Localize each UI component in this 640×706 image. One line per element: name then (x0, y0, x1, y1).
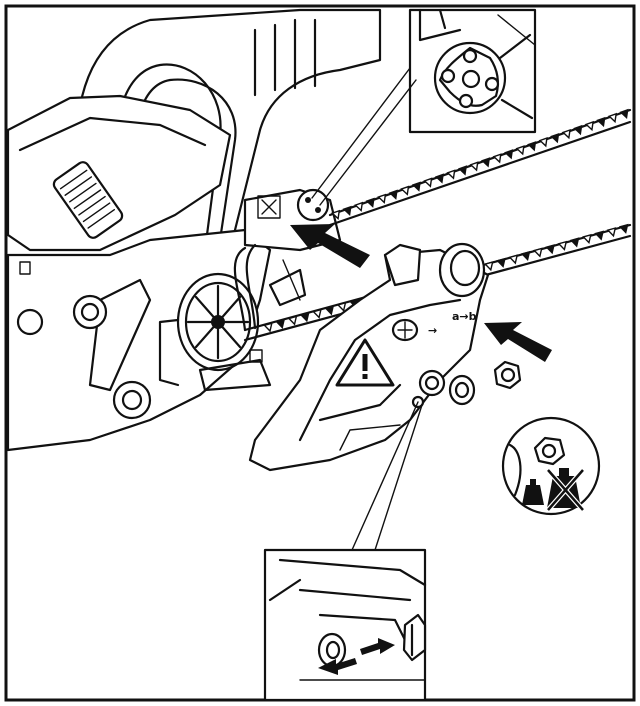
chain-tooth (299, 312, 310, 323)
inset-nut (402, 613, 427, 662)
chain-tooth (312, 308, 322, 319)
chain-tooth (469, 161, 479, 172)
chain-tooth (377, 193, 387, 204)
bar-nut (493, 360, 522, 390)
warning-triangle-icon (335, 338, 395, 387)
air-filter-cover (6, 94, 232, 252)
chain-tooth (596, 116, 606, 128)
housing-bolt-2 (112, 380, 152, 420)
inset-pin-detail (263, 401, 427, 702)
chain-tooth (400, 185, 410, 196)
chain-tooth (584, 120, 594, 132)
chain-tooth (365, 197, 375, 208)
chain-tooth (263, 322, 273, 333)
cover-top-tab (383, 243, 422, 287)
chain-tooth (483, 261, 494, 272)
chain-tooth (492, 153, 502, 164)
chain-tooth (354, 201, 364, 212)
inset-sprocket-detail (311, 8, 537, 206)
chain-tooth (532, 247, 543, 258)
bar-nose-sprocket (296, 188, 330, 222)
inset-leader-2 (319, 79, 417, 206)
chain-tooth (287, 315, 298, 326)
tensioner-stud (249, 349, 263, 363)
cover-nut-hole-2 (448, 374, 476, 406)
chain-tooth (550, 132, 560, 144)
push-arrow-upper (290, 224, 370, 268)
chain-tooth (342, 205, 352, 216)
push-arrow-right (484, 322, 552, 362)
tension-icon-label: a→b (452, 310, 477, 323)
housing-bolt-1 (72, 294, 108, 330)
chain-tooth (508, 254, 519, 265)
chain-tooth (423, 177, 433, 188)
top-handle (75, 8, 382, 252)
housing-bolt-2-inner (121, 389, 143, 411)
weight-crossed-out-icon (546, 468, 585, 512)
chain-tooth (324, 305, 335, 316)
cover-ridge (18, 116, 207, 152)
inset-arrow-left (318, 658, 357, 675)
cover-knob (52, 161, 124, 239)
chain-tooth (496, 257, 506, 268)
housing-screw (19, 261, 31, 275)
inset-leader-1 (311, 67, 411, 199)
cover-fins (253, 18, 317, 97)
chain-tooth (545, 244, 555, 255)
weight-allowed-icon (522, 479, 544, 505)
chain-tooth (606, 227, 617, 238)
inset-leader-4 (374, 404, 423, 551)
chain-tooth (561, 128, 571, 140)
chain-tooth (569, 237, 580, 248)
adjuster-screw (257, 195, 281, 219)
weight-symbol-circle (501, 416, 601, 516)
chain-tooth (619, 108, 629, 120)
chain-tooth (275, 318, 286, 330)
clutch-drum (158, 272, 260, 387)
chain-tooth (515, 145, 525, 156)
inset-arrow-right (360, 638, 395, 655)
chain-tooth (607, 112, 618, 124)
chain-tooth (388, 189, 398, 200)
housing-hole (16, 308, 44, 336)
chain-tooth (480, 157, 491, 168)
chain-tooth (618, 223, 629, 234)
inset-leader-3 (351, 401, 419, 551)
chain-tooth (527, 141, 537, 152)
chain-tooth (434, 173, 444, 184)
chain-tooth (538, 137, 548, 148)
chain-tooth (573, 124, 583, 136)
chain-tooth (446, 169, 456, 180)
lower-plate (198, 358, 272, 392)
chain-tooth (557, 240, 568, 251)
cover-arrow-marking: → (428, 324, 437, 337)
housing-bolt-1-inner (80, 302, 100, 322)
chain-tooth (582, 233, 592, 245)
chain-tooth (520, 250, 531, 262)
cover-nut-hole-1 (418, 369, 446, 397)
chain-tooth (336, 301, 347, 313)
chain-tooth (594, 230, 604, 241)
chain-tooth (504, 149, 514, 160)
chain-tooth (330, 209, 341, 221)
chain-tooth (457, 165, 468, 176)
circle-nut (533, 436, 566, 466)
chain-tooth (411, 181, 421, 192)
